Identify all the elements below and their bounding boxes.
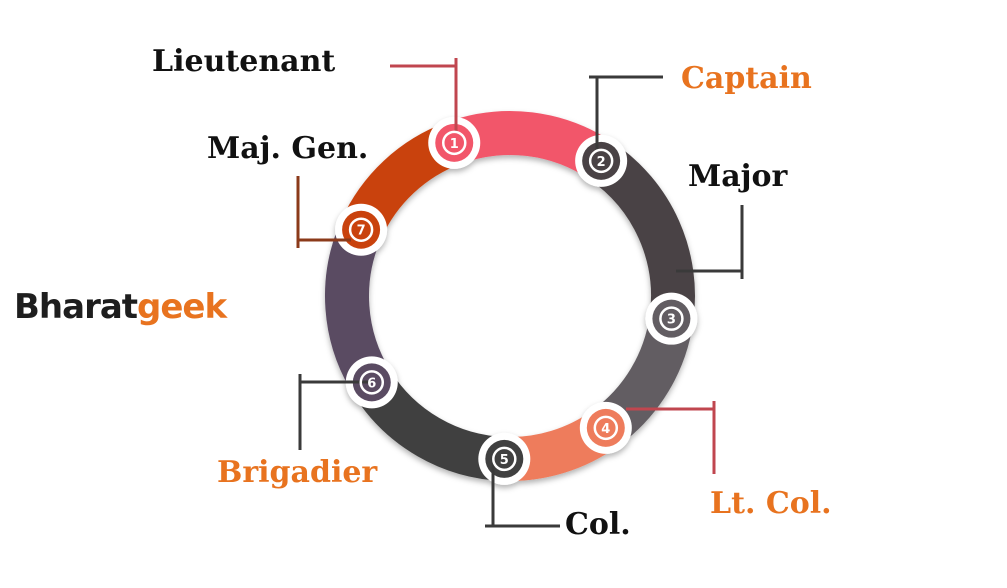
step-number: 3 — [667, 313, 676, 328]
step-marker-ring — [492, 446, 517, 472]
rank-label-lieutenant: Lieutenant — [152, 44, 336, 79]
cycle-ring — [325, 111, 698, 485]
segment-notch-fill — [652, 299, 691, 338]
step-number: 4 — [601, 422, 610, 437]
step-number: 7 — [357, 224, 366, 239]
step-marker-4: 4 — [593, 415, 619, 441]
step-number: 5 — [500, 453, 509, 468]
step-marker-ring — [593, 415, 619, 441]
step-marker-ring — [359, 370, 385, 395]
brand-part-1: Bharat — [14, 287, 138, 327]
bharatgeek-logo: Bharatgeek — [14, 287, 227, 327]
step-markers: 1 2 3 4 5 6 7 — [348, 130, 684, 472]
step-marker-ring — [442, 130, 467, 156]
step-marker-2: 2 — [588, 148, 614, 174]
step-marker-3: 3 — [659, 306, 684, 331]
step-marker-6: 6 — [359, 370, 385, 395]
connector-lines — [296, 58, 744, 528]
rank-label-captain: Captain — [681, 61, 812, 96]
step-marker-7: 7 — [348, 217, 374, 242]
step-marker-1: 1 — [442, 130, 467, 156]
rank-label-major: Major — [688, 159, 788, 194]
step-number: 2 — [597, 155, 606, 170]
segment-notch-fill — [582, 141, 621, 180]
rank-label-col: Col. — [565, 507, 631, 542]
step-number: 6 — [367, 376, 376, 391]
rank-label-maj-gen: Maj. Gen. — [207, 131, 369, 166]
segment-notch-fill — [586, 408, 625, 447]
rank-label-lt-col: Lt. Col. — [710, 486, 832, 521]
segment-notch-fill — [352, 363, 391, 402]
step-marker-ring — [659, 306, 684, 331]
brand-part-2: geek — [137, 287, 227, 327]
step-number: 1 — [450, 137, 459, 152]
rank-label-brigadier: Brigadier — [217, 455, 378, 490]
step-marker-ring — [588, 148, 614, 174]
segment-notch-fill — [435, 123, 474, 162]
step-marker-ring — [348, 217, 374, 242]
segment-notch-fill — [342, 210, 381, 249]
segment-notch-fill — [485, 439, 524, 478]
step-marker-5: 5 — [492, 446, 517, 472]
